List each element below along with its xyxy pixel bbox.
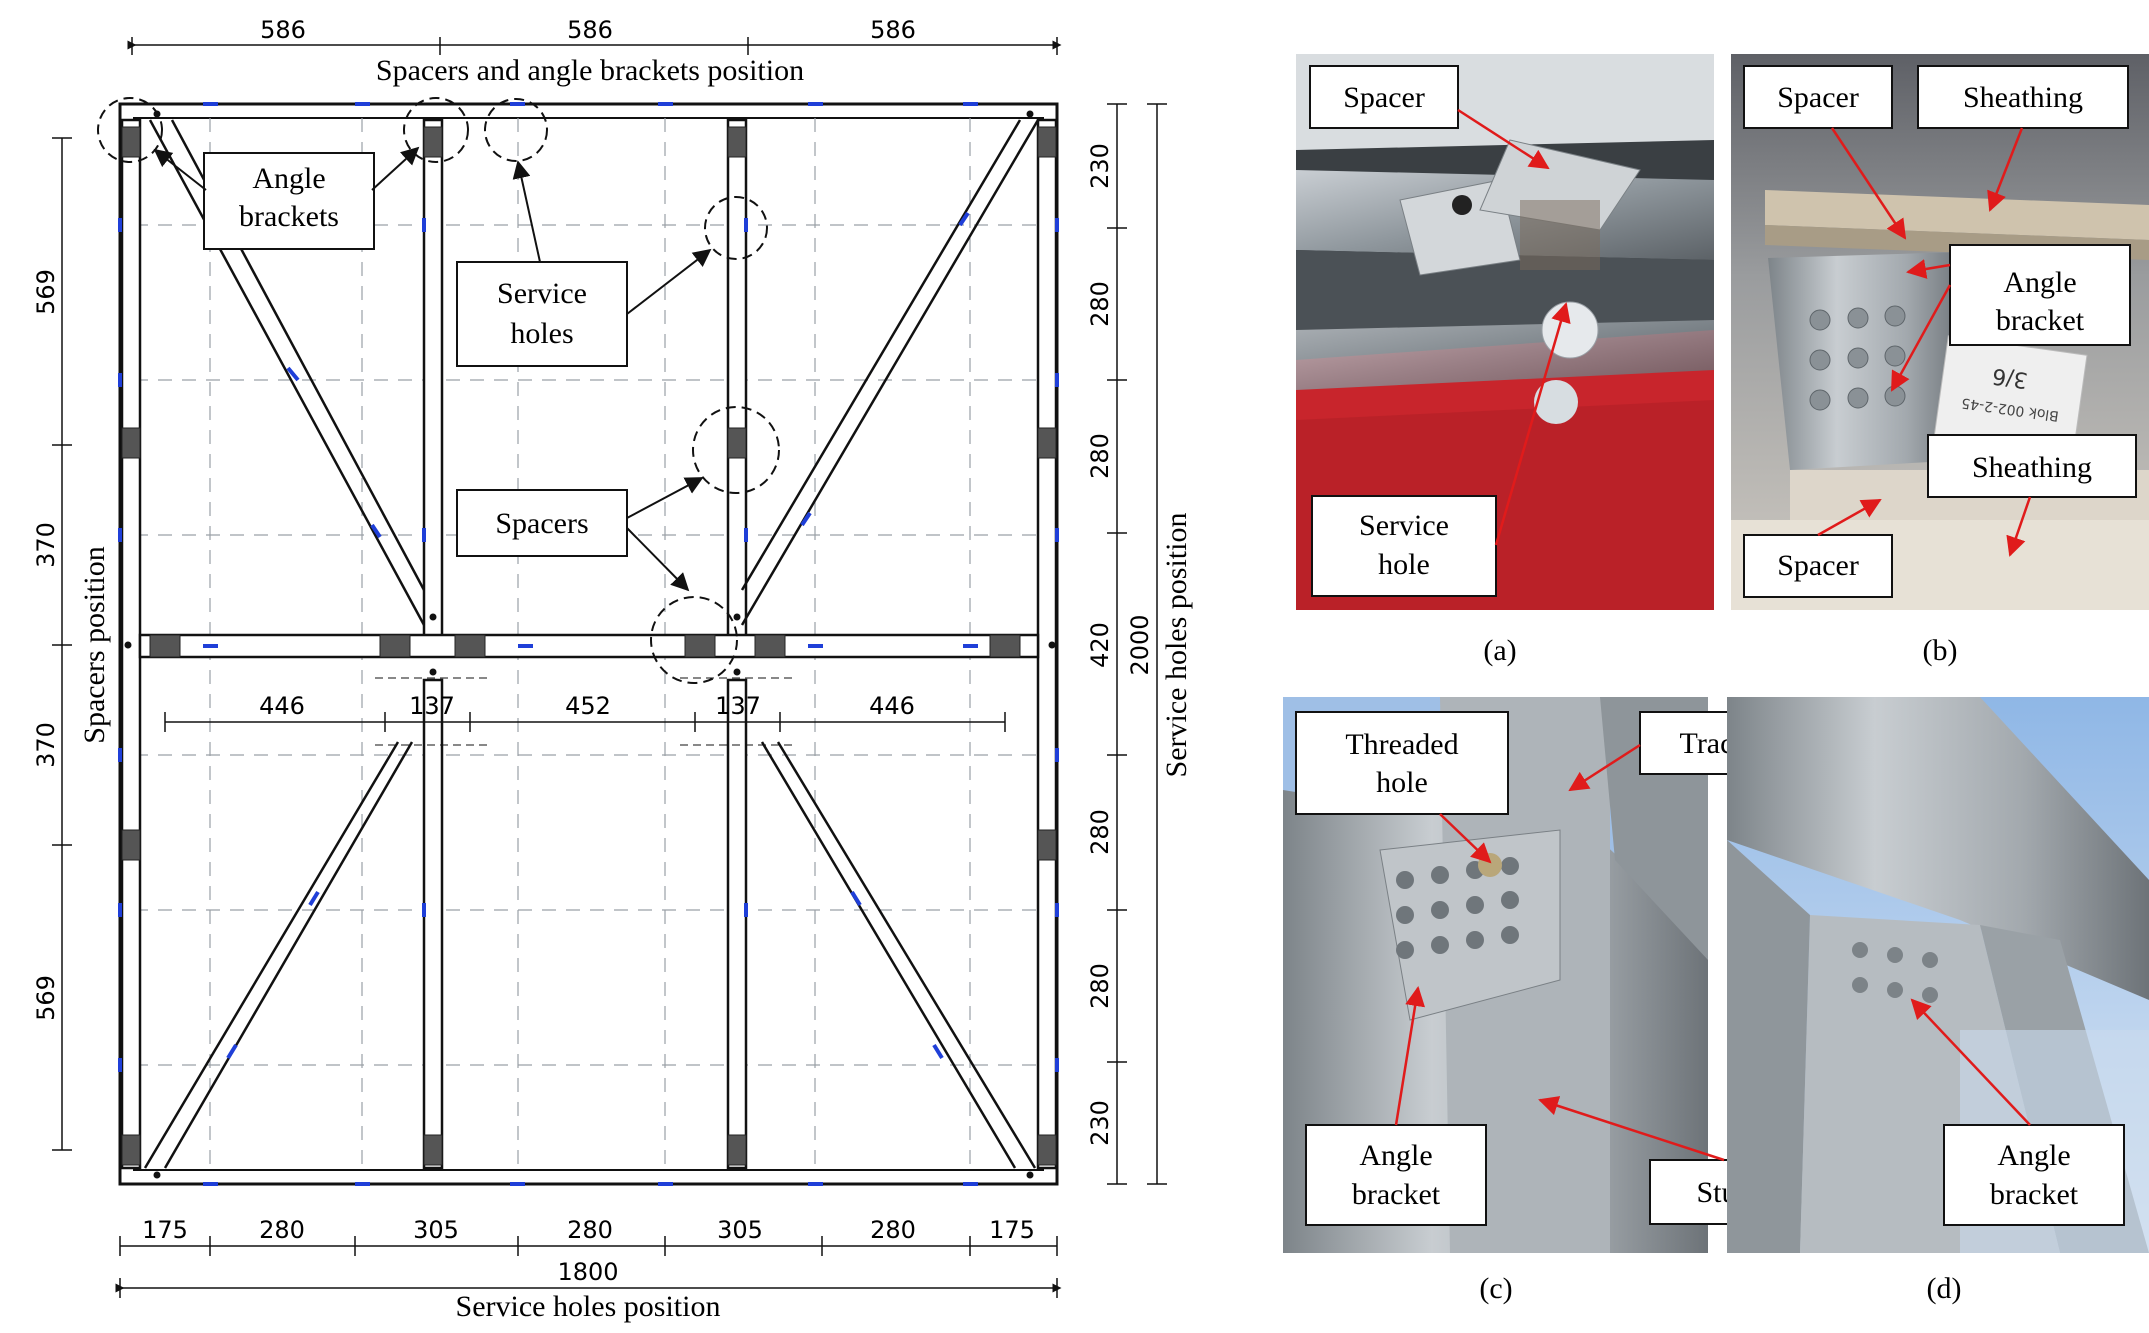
bottom-title: Service holes position <box>456 1290 721 1323</box>
photo-b-tag-1: 3/6 <box>1991 363 2030 393</box>
top-dimension <box>127 37 1062 55</box>
callout-service-text-2: holes <box>510 317 573 350</box>
top-dim-2: 586 <box>567 16 613 44</box>
bottom-total: 1800 <box>557 1258 618 1286</box>
callout-spacers-text: Spacers <box>495 507 588 540</box>
mid-dim-1: 446 <box>259 692 305 720</box>
photo-a-label-service-hole: Service hole <box>1311 302 1571 597</box>
angle-bracket-circle-2 <box>403 97 469 163</box>
photo-a-service-text-2: hole <box>1378 548 1430 581</box>
photo-b-sheathing-top-text: Sheathing <box>1963 81 2083 114</box>
spacer-circle-2 <box>650 596 738 684</box>
callout-angle-text-1: Angle <box>252 162 325 195</box>
caption-d: (d) <box>1927 1272 1962 1305</box>
photo-d-label-angle-bracket: Angle bracket <box>1910 998 2125 1226</box>
photo-b-label-sheathing-top: Sheathing <box>1917 65 2129 212</box>
photo-b-label-sheathing-bottom: Sheathing <box>1927 434 2137 557</box>
left-dimension <box>52 137 72 1151</box>
photo-a-label-spacer: Spacer <box>1309 65 1550 170</box>
service-holes <box>118 102 1059 1186</box>
photo-b-angle-text-1: Angle <box>2003 266 2076 299</box>
photo-c-label-threaded-hole: Threaded hole <box>1295 711 1509 864</box>
photo-b-spacer-bottom-text: Spacer <box>1777 549 1859 582</box>
photo-b-angle-text-2: bracket <box>1996 304 2085 337</box>
photo-a-spacer-text: Spacer <box>1343 81 1425 114</box>
bottom-dim-4: 280 <box>567 1216 613 1244</box>
photo-b-label-spacer-bottom: Spacer <box>1743 498 1893 598</box>
right-dim-4: 420 <box>1086 622 1114 668</box>
mid-dim-5: 446 <box>869 692 915 720</box>
middle-track <box>138 633 1040 659</box>
photo-b-spacer-top-text: Spacer <box>1777 81 1859 114</box>
bottom-dim-3: 305 <box>413 1216 459 1244</box>
left-dim-2: 370 <box>32 522 60 568</box>
caption-b: (b) <box>1923 634 1958 667</box>
photo-b-sheathing-bottom-text: Sheathing <box>1972 451 2092 484</box>
left-dim-3: 370 <box>32 722 60 768</box>
mid-dim-4: 137 <box>715 692 761 720</box>
right-dim-7: 230 <box>1086 1100 1114 1146</box>
caption-a: (a) <box>1483 634 1516 667</box>
photo-d-angle-text-1: Angle <box>1997 1139 2070 1172</box>
right-dim-6: 280 <box>1086 963 1114 1009</box>
photo-c-angle-text-2: bracket <box>1352 1178 1441 1211</box>
center-bolts <box>124 110 1056 1179</box>
callout-service-text-1: Service <box>497 277 587 310</box>
left-dim-4: 569 <box>32 975 60 1021</box>
spacers <box>121 126 1057 1166</box>
photo-c-threaded-text-1: Threaded <box>1345 728 1458 761</box>
left-title: Spacers position <box>78 546 111 743</box>
bottom-dim-2: 280 <box>259 1216 305 1244</box>
photo-b-label-spacer-top: Spacer <box>1743 65 1907 240</box>
right-dim-3: 280 <box>1086 433 1114 479</box>
service-hole-circle-2 <box>704 196 768 260</box>
callout-service-holes: Service holes <box>456 160 712 367</box>
top-title: Spacers and angle brackets position <box>376 54 804 87</box>
right-dim-5: 280 <box>1086 809 1114 855</box>
callout-angle-text-2: brackets <box>239 200 339 233</box>
right-total: 2000 <box>1126 614 1154 675</box>
photo-b-label-angle-bracket: Angle bracket <box>1890 244 2131 392</box>
right-dimension <box>1107 103 1167 1185</box>
right-dim-2: 280 <box>1086 281 1114 327</box>
bottom-dim-5: 305 <box>717 1216 763 1244</box>
frame-drawing: 586 586 586 Spacers and angle brackets p… <box>32 16 1193 1323</box>
bottom-dimension <box>115 1236 1062 1298</box>
photo-a-service-text-1: Service <box>1359 509 1449 542</box>
top-dim-1: 586 <box>260 16 306 44</box>
left-dim-1: 569 <box>32 269 60 315</box>
photo-c-angle-text-1: Angle <box>1359 1139 1432 1172</box>
photo-c-label-angle-bracket: Angle bracket <box>1305 986 1487 1226</box>
caption-c: (c) <box>1479 1272 1512 1305</box>
middle-dimension <box>164 712 1006 732</box>
bottom-dim-7: 175 <box>989 1216 1035 1244</box>
mid-dim-3: 452 <box>565 692 611 720</box>
angle-bracket-circle-1 <box>97 97 163 163</box>
bottom-dim-6: 280 <box>870 1216 916 1244</box>
top-dim-3: 586 <box>870 16 916 44</box>
mid-dim-2: 137 <box>409 692 455 720</box>
callout-spacers: Spacers <box>456 477 704 592</box>
spacer-circle-1 <box>692 406 780 494</box>
service-hole-circle-1 <box>484 98 548 162</box>
callout-angle-brackets: Angle brackets <box>153 146 420 250</box>
right-dim-1: 230 <box>1086 143 1114 189</box>
photo-c-threaded-text-2: hole <box>1376 766 1428 799</box>
photo-d-angle-text-2: bracket <box>1990 1178 2079 1211</box>
right-title: Service holes position <box>1160 513 1193 778</box>
bottom-dim-1: 175 <box>142 1216 188 1244</box>
center-details <box>375 677 795 746</box>
